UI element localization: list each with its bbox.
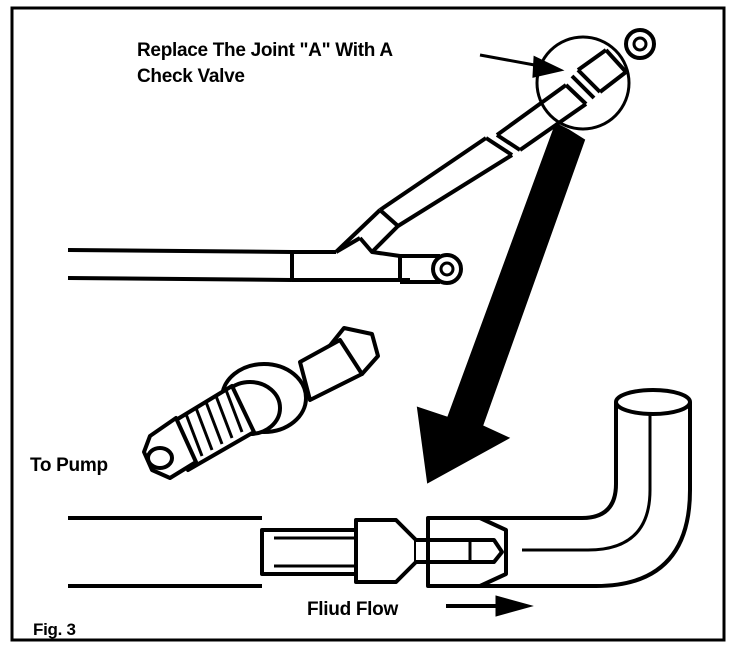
callout-arrow <box>479 53 565 78</box>
flow-arrow <box>446 595 534 617</box>
to-pump-label: To Pump <box>30 455 108 476</box>
lower-line-detail <box>68 388 692 588</box>
joint-a-highlight-circle <box>535 35 631 131</box>
check-valve-part <box>142 326 380 480</box>
figure-border <box>10 6 726 642</box>
upper-hose-assembly <box>67 28 656 285</box>
fluid-flow-label: Fliud Flow <box>307 599 398 620</box>
callout-text-line1: Replace The Joint "A" With A <box>137 40 393 61</box>
callout-text-line2: Check Valve <box>137 66 245 87</box>
detail-arrow <box>416 122 586 484</box>
figure-caption: Fig. 3 <box>33 620 76 639</box>
